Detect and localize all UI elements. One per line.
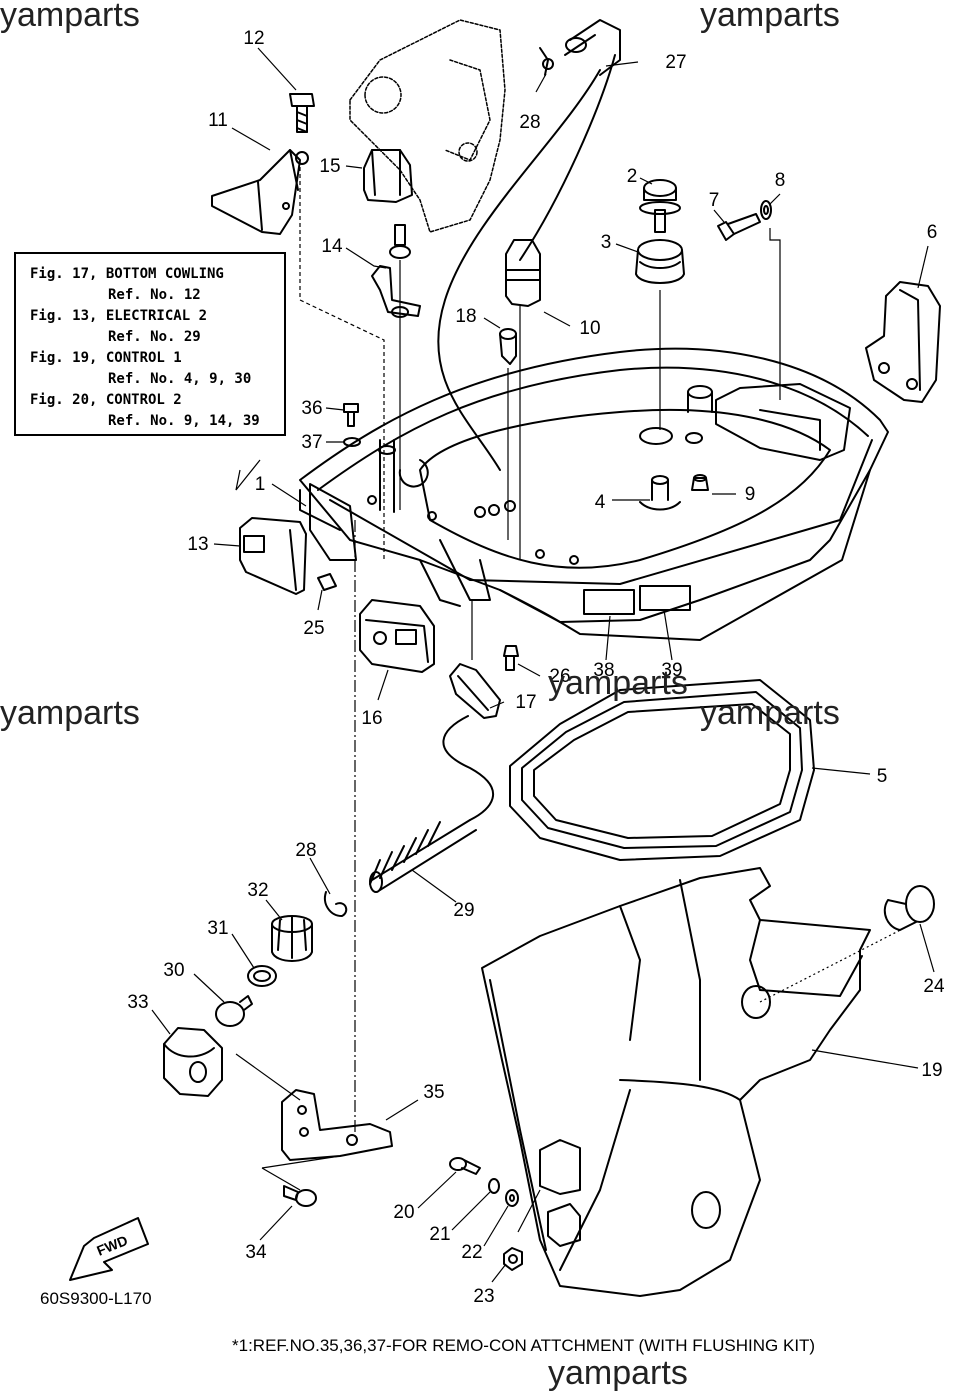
- part-3-grommet: [635, 239, 685, 284]
- part-24-grommet: [883, 885, 935, 931]
- callout-33: 33: [127, 992, 148, 1013]
- part-12-bolt: [289, 93, 315, 133]
- part-2-bolt: [639, 179, 681, 233]
- callout-39: 39: [661, 660, 682, 681]
- callout-25: 25: [303, 618, 324, 639]
- ref-line: Fig. 20, CONTROL 2: [30, 392, 182, 408]
- part-14-clip: [371, 224, 421, 318]
- watermark: yamparts: [548, 664, 688, 702]
- part-23-nut: [503, 1247, 523, 1271]
- watermark: yamparts: [0, 694, 140, 732]
- callout-36: 36: [301, 398, 322, 419]
- callout-30: 30: [163, 960, 184, 981]
- ref-line: Ref. No. 4, 9, 30: [108, 371, 252, 387]
- callout-6: 6: [927, 222, 938, 243]
- part-5-gasket: [509, 679, 815, 861]
- part-17-seal: [449, 663, 501, 719]
- part-8-washer: [760, 200, 772, 220]
- ref-line: Ref. No. 29: [108, 329, 201, 345]
- part-10-grommet: [505, 239, 541, 307]
- callout-7: 7: [709, 190, 720, 211]
- drawing-code: 60S9300-L170: [40, 1289, 152, 1308]
- watermark: yamparts: [700, 694, 840, 732]
- watermark: yamparts: [0, 0, 140, 34]
- watermark: yamparts: [548, 1354, 688, 1392]
- callout-15: 15: [319, 156, 340, 177]
- callout-13: 13: [187, 534, 208, 555]
- fwd-arrow-icon: [69, 1217, 149, 1281]
- part-7-bolt: [717, 213, 761, 241]
- callout-37: 37: [301, 432, 322, 453]
- part-6-bracket: [865, 281, 941, 403]
- callout-22: 22: [461, 1242, 482, 1263]
- callout-26: 26: [549, 666, 570, 687]
- callout-31: 31: [207, 918, 228, 939]
- part-27-hose-grommet: [437, 19, 621, 471]
- footnote: *1:REF.NO.35,36,37-FOR REMO-CON ATTCHMEN…: [232, 1336, 816, 1355]
- part-18-fitting: [499, 328, 517, 365]
- part-28-clip-lower: [324, 891, 348, 917]
- callout-34: 34: [245, 1242, 267, 1263]
- part-16-grommet: [359, 599, 435, 673]
- callout-18: 18: [455, 306, 476, 327]
- callout-2: 2: [627, 166, 638, 187]
- callout-14: 14: [321, 236, 343, 257]
- part-19-lower-cover: [481, 867, 871, 1297]
- ref-line: Fig. 19, CONTROL 1: [30, 350, 182, 366]
- callout-27: 27: [665, 52, 686, 73]
- callout-21: 21: [429, 1224, 450, 1245]
- watermark: yamparts: [700, 0, 840, 34]
- part-21-washer: [488, 1178, 500, 1194]
- callout-29: 29: [453, 900, 474, 921]
- part-25-pad: [317, 573, 337, 591]
- callout-28-lower: 28: [295, 840, 316, 861]
- part-34-screw: [283, 1185, 317, 1207]
- part-9-nut: [691, 474, 709, 491]
- ref-line: Fig. 17, BOTTOM COWLING: [30, 266, 224, 282]
- callout-17: 17: [515, 692, 536, 713]
- part-35-bracket: [281, 1089, 393, 1161]
- callout-24: 24: [923, 976, 945, 997]
- callout-5: 5: [877, 766, 888, 787]
- part-29-cable: [369, 715, 495, 893]
- callout-23: 23: [473, 1286, 494, 1307]
- callout-1: 1: [255, 474, 266, 495]
- part-11-bracket: [211, 149, 309, 235]
- callout-35: 35: [423, 1082, 444, 1103]
- callout-32: 32: [247, 880, 268, 901]
- part-32-collar: [271, 915, 313, 962]
- ref-line: Fig. 13, ELECTRICAL 2: [30, 308, 208, 324]
- part-13-cover: [239, 517, 307, 595]
- part-30-knob: [215, 995, 253, 1027]
- ref-line: Ref. No. 9, 14, 39: [108, 413, 260, 429]
- callout-9: 9: [745, 484, 756, 505]
- part-22-washer: [505, 1189, 519, 1207]
- callout-4: 4: [595, 492, 606, 513]
- callout-20: 20: [393, 1202, 414, 1223]
- part-20-screw: [449, 1157, 481, 1175]
- callout-8: 8: [775, 170, 786, 191]
- callout-38: 38: [593, 660, 614, 681]
- callout-10: 10: [579, 318, 600, 339]
- callout-19: 19: [921, 1060, 942, 1081]
- part-26-screw: [503, 645, 519, 671]
- part-36-screw: [343, 403, 359, 427]
- callout-16: 16: [361, 708, 382, 729]
- ref-line: Ref. No. 12: [108, 287, 201, 303]
- callout-11: 11: [208, 110, 228, 131]
- callout-28-top: 28: [519, 112, 540, 133]
- part-28-clip-top: [539, 47, 554, 76]
- part-31-ring: [247, 965, 277, 987]
- callout-3: 3: [601, 232, 612, 253]
- part-1-bottom-cowling: [299, 347, 889, 641]
- figure-reference-box: Fig. 17, BOTTOM COWLING Ref. No. 12 Fig.…: [14, 252, 286, 436]
- callout-12: 12: [243, 28, 264, 49]
- part-33-grip: [163, 1027, 223, 1097]
- part-15-block: [363, 149, 413, 203]
